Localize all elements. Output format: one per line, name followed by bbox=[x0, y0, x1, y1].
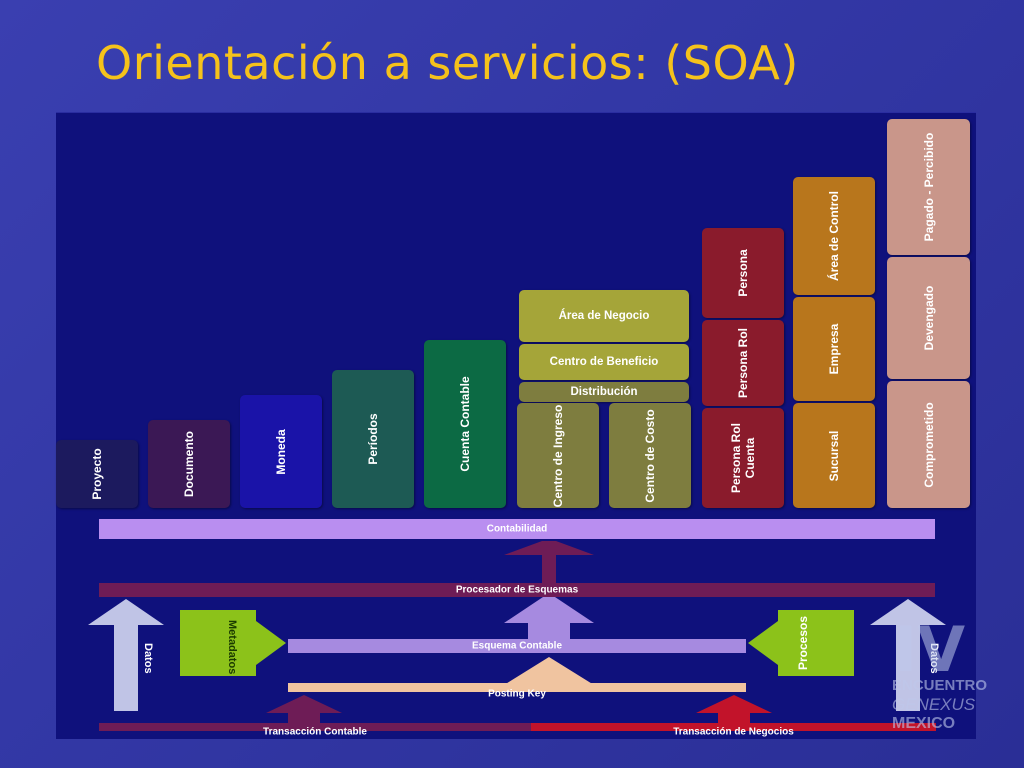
logo-line3: MEXICO bbox=[892, 715, 956, 732]
block-moneda: Moneda bbox=[240, 395, 322, 508]
bar-procesador-label: Procesador de Esquemas bbox=[455, 584, 579, 596]
block-empresa: Empresa bbox=[793, 297, 875, 401]
bar-transaccion-contable: Transacción Contable bbox=[99, 723, 531, 738]
bar-procesador: Procesador de Esquemas bbox=[99, 583, 935, 597]
logo-line2: GENEXUS bbox=[892, 695, 976, 714]
bar-contabilidad: Contabilidad bbox=[99, 519, 935, 539]
metadatos-arrow bbox=[180, 610, 286, 676]
procesos-arrow bbox=[748, 610, 854, 676]
bar-transaccion-negocios: Transacción de Negocios bbox=[531, 723, 936, 738]
block-area-control: Área de Control bbox=[793, 177, 875, 295]
up-arrow-transaccion-negocios bbox=[696, 695, 772, 725]
block-centro-beneficio-label: Centro de Beneficio bbox=[549, 356, 659, 368]
metadatos-label: Metadatos bbox=[226, 620, 238, 675]
block-periodos: Períodos bbox=[332, 370, 414, 508]
bar-posting-label: Posting Key bbox=[488, 688, 546, 700]
block-area-negocio: Área de Negocio bbox=[519, 290, 689, 342]
encuentro-genexus-logo: IV ENCUENTRO GENEXUS MEXICO bbox=[890, 613, 990, 740]
block-distribucion: Distribución bbox=[519, 382, 689, 402]
bar-contabilidad-label: Contabilidad bbox=[486, 523, 548, 535]
arrows-layer bbox=[88, 541, 946, 725]
up-arrow-procesador bbox=[504, 593, 594, 643]
page-title: Orientación a servicios: (SOA) bbox=[96, 36, 799, 90]
bar-transaccion-contable-label: Transacción Contable bbox=[263, 726, 367, 738]
datos-left-label: Datos bbox=[142, 643, 154, 674]
datos-left-arrow bbox=[88, 599, 164, 711]
logo-big-text: IV bbox=[894, 613, 966, 686]
procesos-label: Procesos bbox=[796, 615, 810, 671]
block-proyecto: Proyecto bbox=[56, 440, 138, 508]
block-cuenta-contable: Cuenta Contable bbox=[424, 340, 506, 508]
block-centro-ingreso: Centro de Ingreso bbox=[517, 403, 599, 508]
block-distribucion-label: Distribución bbox=[570, 386, 638, 398]
datos-right-arrow bbox=[870, 599, 946, 711]
block-persona-rol: Persona Rol bbox=[702, 320, 784, 406]
block-comprometido: Comprometido bbox=[887, 381, 970, 508]
soa-diagram: Proyecto Documento Moneda Períodos Cuent… bbox=[56, 112, 976, 739]
bar-esquema-label: Esquema Contable bbox=[471, 640, 563, 652]
block-sucursal: Sucursal bbox=[793, 403, 875, 508]
block-area-negocio-label: Área de Negocio bbox=[558, 310, 650, 322]
block-persona-rol-cuenta: Persona Rol Cuenta bbox=[702, 408, 784, 508]
bar-transaccion-negocios-label: Transacción de Negocios bbox=[673, 726, 794, 738]
up-arrow-transaccion-contable bbox=[266, 695, 342, 725]
up-arrow-contabilidad bbox=[504, 541, 594, 583]
block-centro-beneficio: Centro de Beneficio bbox=[519, 344, 689, 380]
block-persona: Persona bbox=[702, 228, 784, 318]
block-documento: Documento bbox=[148, 420, 230, 508]
block-centro-costo: Centro de Costo bbox=[609, 403, 691, 508]
block-pagado-percibido: Pagado - Percibido bbox=[887, 119, 970, 255]
logo-line1: ENCUENTRO bbox=[892, 677, 988, 694]
block-devengado: Devengado bbox=[887, 257, 970, 379]
bar-posting: Posting Key bbox=[288, 683, 746, 700]
up-arrow-esquema bbox=[504, 657, 594, 688]
bar-esquema: Esquema Contable bbox=[288, 639, 746, 653]
